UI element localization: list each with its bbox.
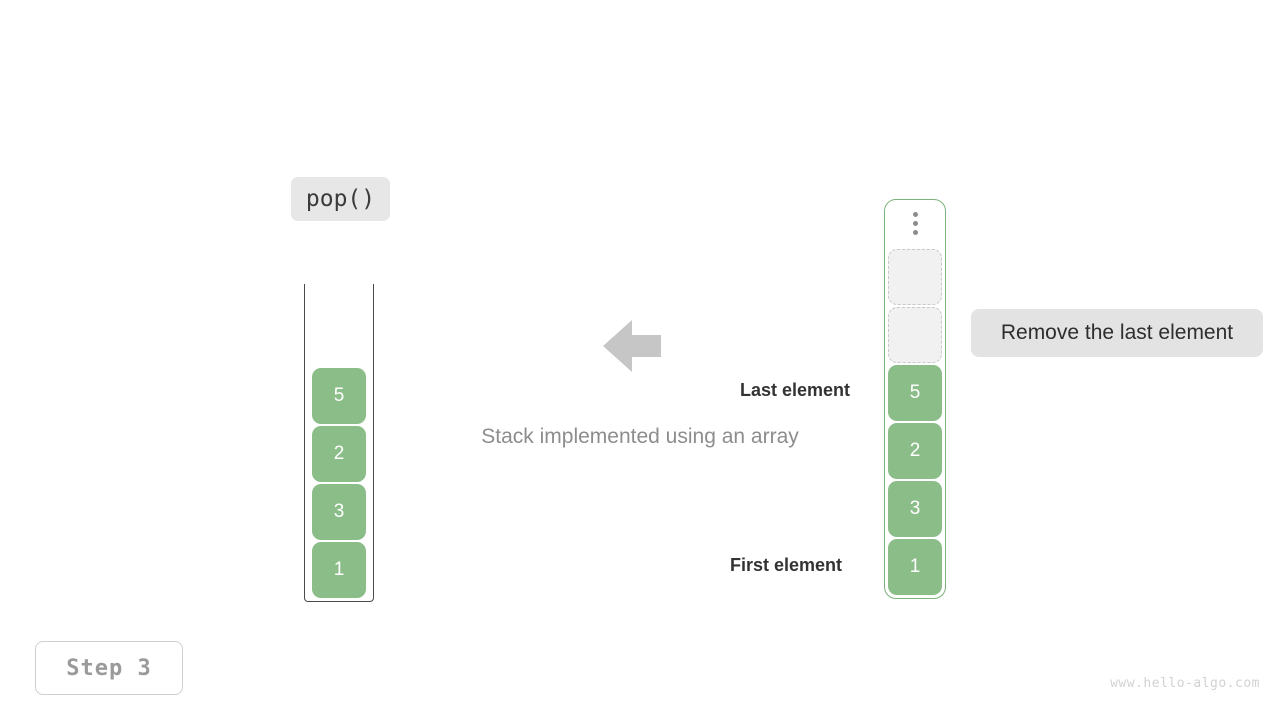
stack-element: 3 bbox=[312, 484, 366, 540]
empty-slot bbox=[888, 249, 942, 305]
arrow-left-icon bbox=[602, 318, 662, 374]
operation-badge: pop() bbox=[291, 177, 390, 221]
watermark: www.hello-algo.com bbox=[1110, 676, 1260, 691]
array-element: 1 bbox=[888, 539, 942, 595]
stack-element: 5 bbox=[312, 368, 366, 424]
annotation-badge: Remove the last element bbox=[971, 309, 1263, 357]
stack-container-walls bbox=[304, 284, 374, 602]
array-element: 5 bbox=[888, 365, 942, 421]
first-element-label: First element bbox=[729, 555, 842, 575]
array-stack: 5 2 3 1 bbox=[884, 199, 946, 599]
diagram-caption: Stack implemented using an array bbox=[481, 425, 799, 448]
stack-element: 1 bbox=[312, 542, 366, 598]
vertical-ellipsis-icon bbox=[885, 212, 945, 235]
empty-slot bbox=[888, 307, 942, 363]
step-badge: Step 3 bbox=[35, 641, 183, 695]
conceptual-stack: 5 2 3 1 bbox=[304, 284, 374, 602]
array-stack-slots: 5 2 3 1 bbox=[885, 249, 945, 595]
array-element: 3 bbox=[888, 481, 942, 537]
last-element-label: Last element bbox=[739, 380, 850, 400]
stack-element: 2 bbox=[312, 426, 366, 482]
array-element: 2 bbox=[888, 423, 942, 479]
conceptual-stack-cells: 5 2 3 1 bbox=[304, 368, 374, 598]
